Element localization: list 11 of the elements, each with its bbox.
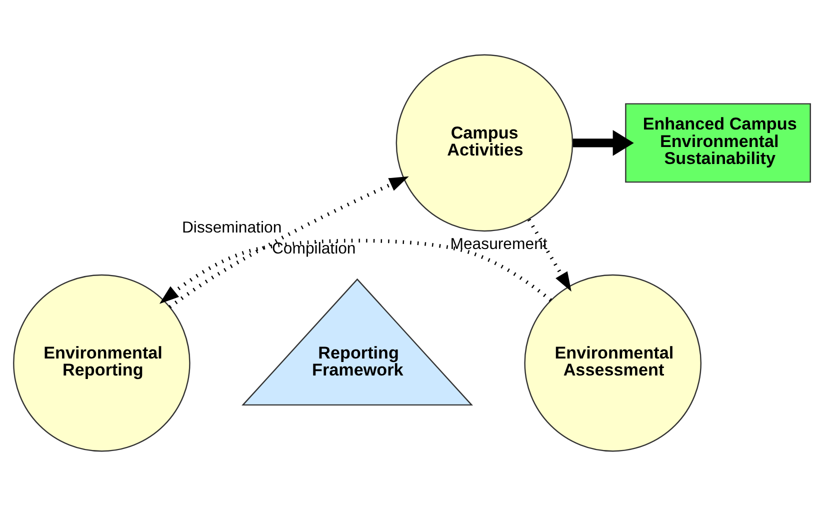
arrow <box>168 176 409 309</box>
node-circle: Environmental Assessment <box>524 274 702 452</box>
arrow <box>527 218 572 292</box>
edge-label: Measurement <box>450 236 548 254</box>
arrow <box>159 238 552 304</box>
edge-label: Dissemination <box>182 220 282 237</box>
edge-label: Compilation <box>272 240 356 258</box>
node-circle: Environmental Reporting <box>13 274 190 452</box>
arrow <box>572 130 634 156</box>
node-circle: Campus Activities <box>396 54 574 232</box>
node-box: Enhanced Campus Environmental Sustainability <box>625 103 811 183</box>
